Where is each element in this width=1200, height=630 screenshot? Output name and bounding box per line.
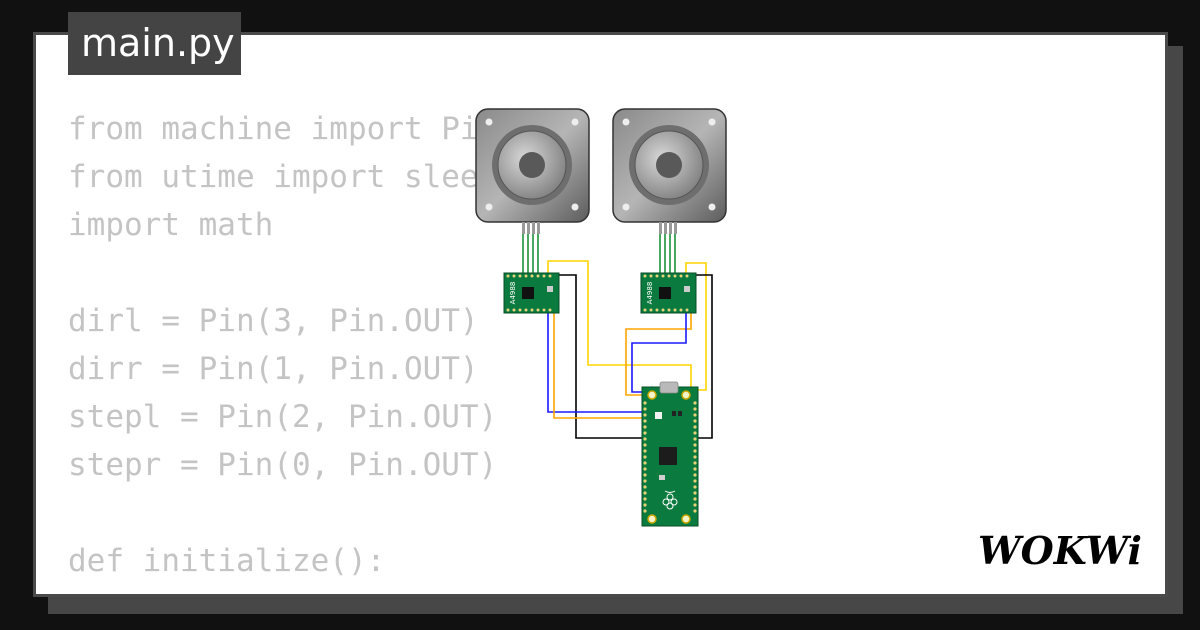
wire-orange-left[interactable] xyxy=(553,311,649,419)
file-tab[interactable]: main.py xyxy=(68,12,241,75)
wires xyxy=(547,260,713,439)
wire-black-right[interactable] xyxy=(694,274,713,439)
wokwi-logo: WOKWi xyxy=(978,528,1142,573)
wire-blue-right[interactable] xyxy=(631,311,687,393)
code-line: dirr = Pin(1, Pin.OUT) xyxy=(68,351,479,387)
driver-a4988-right[interactable]: A4988 xyxy=(640,272,697,314)
wire-yellow-left[interactable] xyxy=(547,260,692,397)
driver-left-label: A4988 xyxy=(509,282,517,305)
stepper-motor-left[interactable] xyxy=(475,108,590,275)
wire-orange-right[interactable] xyxy=(625,311,692,396)
code-line: dirl = Pin(3, Pin.OUT) xyxy=(68,303,479,339)
driver-right-label: A4988 xyxy=(646,282,654,305)
wire-blue-left[interactable] xyxy=(547,311,649,413)
code-line: dirl.high() xyxy=(68,585,497,594)
code-line: import math xyxy=(68,207,274,243)
wokwi-logo-text: WOKWi xyxy=(978,528,1142,573)
stepper-motor-right[interactable] xyxy=(612,108,727,275)
raspberry-pi-pico[interactable] xyxy=(641,381,699,527)
code-line: stepl = Pin(2, Pin.OUT) xyxy=(68,399,498,435)
raspberry-icon xyxy=(662,490,678,510)
driver-a4988-left[interactable]: A4988 xyxy=(503,272,560,314)
code-line: def initialize(): xyxy=(68,543,386,579)
code-line: stepr = Pin(0, Pin.OUT) xyxy=(68,447,498,483)
wire-black-left[interactable] xyxy=(548,274,649,439)
circuit-diagram: A4988 A4988 xyxy=(475,108,727,527)
code-line: from machine import Pin xyxy=(68,111,498,147)
wire-yellow-right[interactable] xyxy=(685,262,707,391)
